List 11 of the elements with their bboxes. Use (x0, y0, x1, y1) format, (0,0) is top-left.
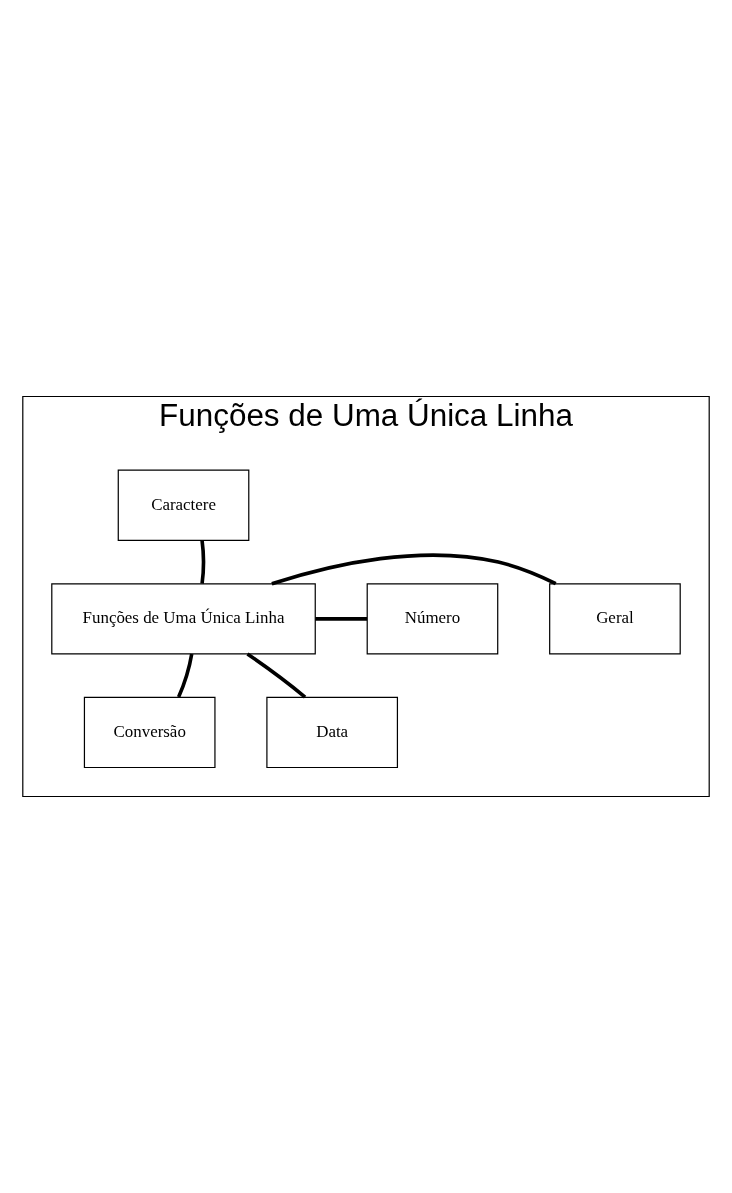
connector (176, 653, 194, 698)
node-box: Número (366, 583, 499, 655)
connector (246, 652, 307, 699)
node-box: Caractere (117, 469, 250, 541)
connector (200, 540, 206, 584)
node-box: Funções de Uma Única Linha (51, 583, 316, 655)
node-box: Data (266, 696, 399, 769)
node-box: Conversão (83, 696, 216, 769)
connector (315, 617, 367, 621)
connector (271, 553, 557, 586)
node-box: Geral (549, 583, 681, 655)
